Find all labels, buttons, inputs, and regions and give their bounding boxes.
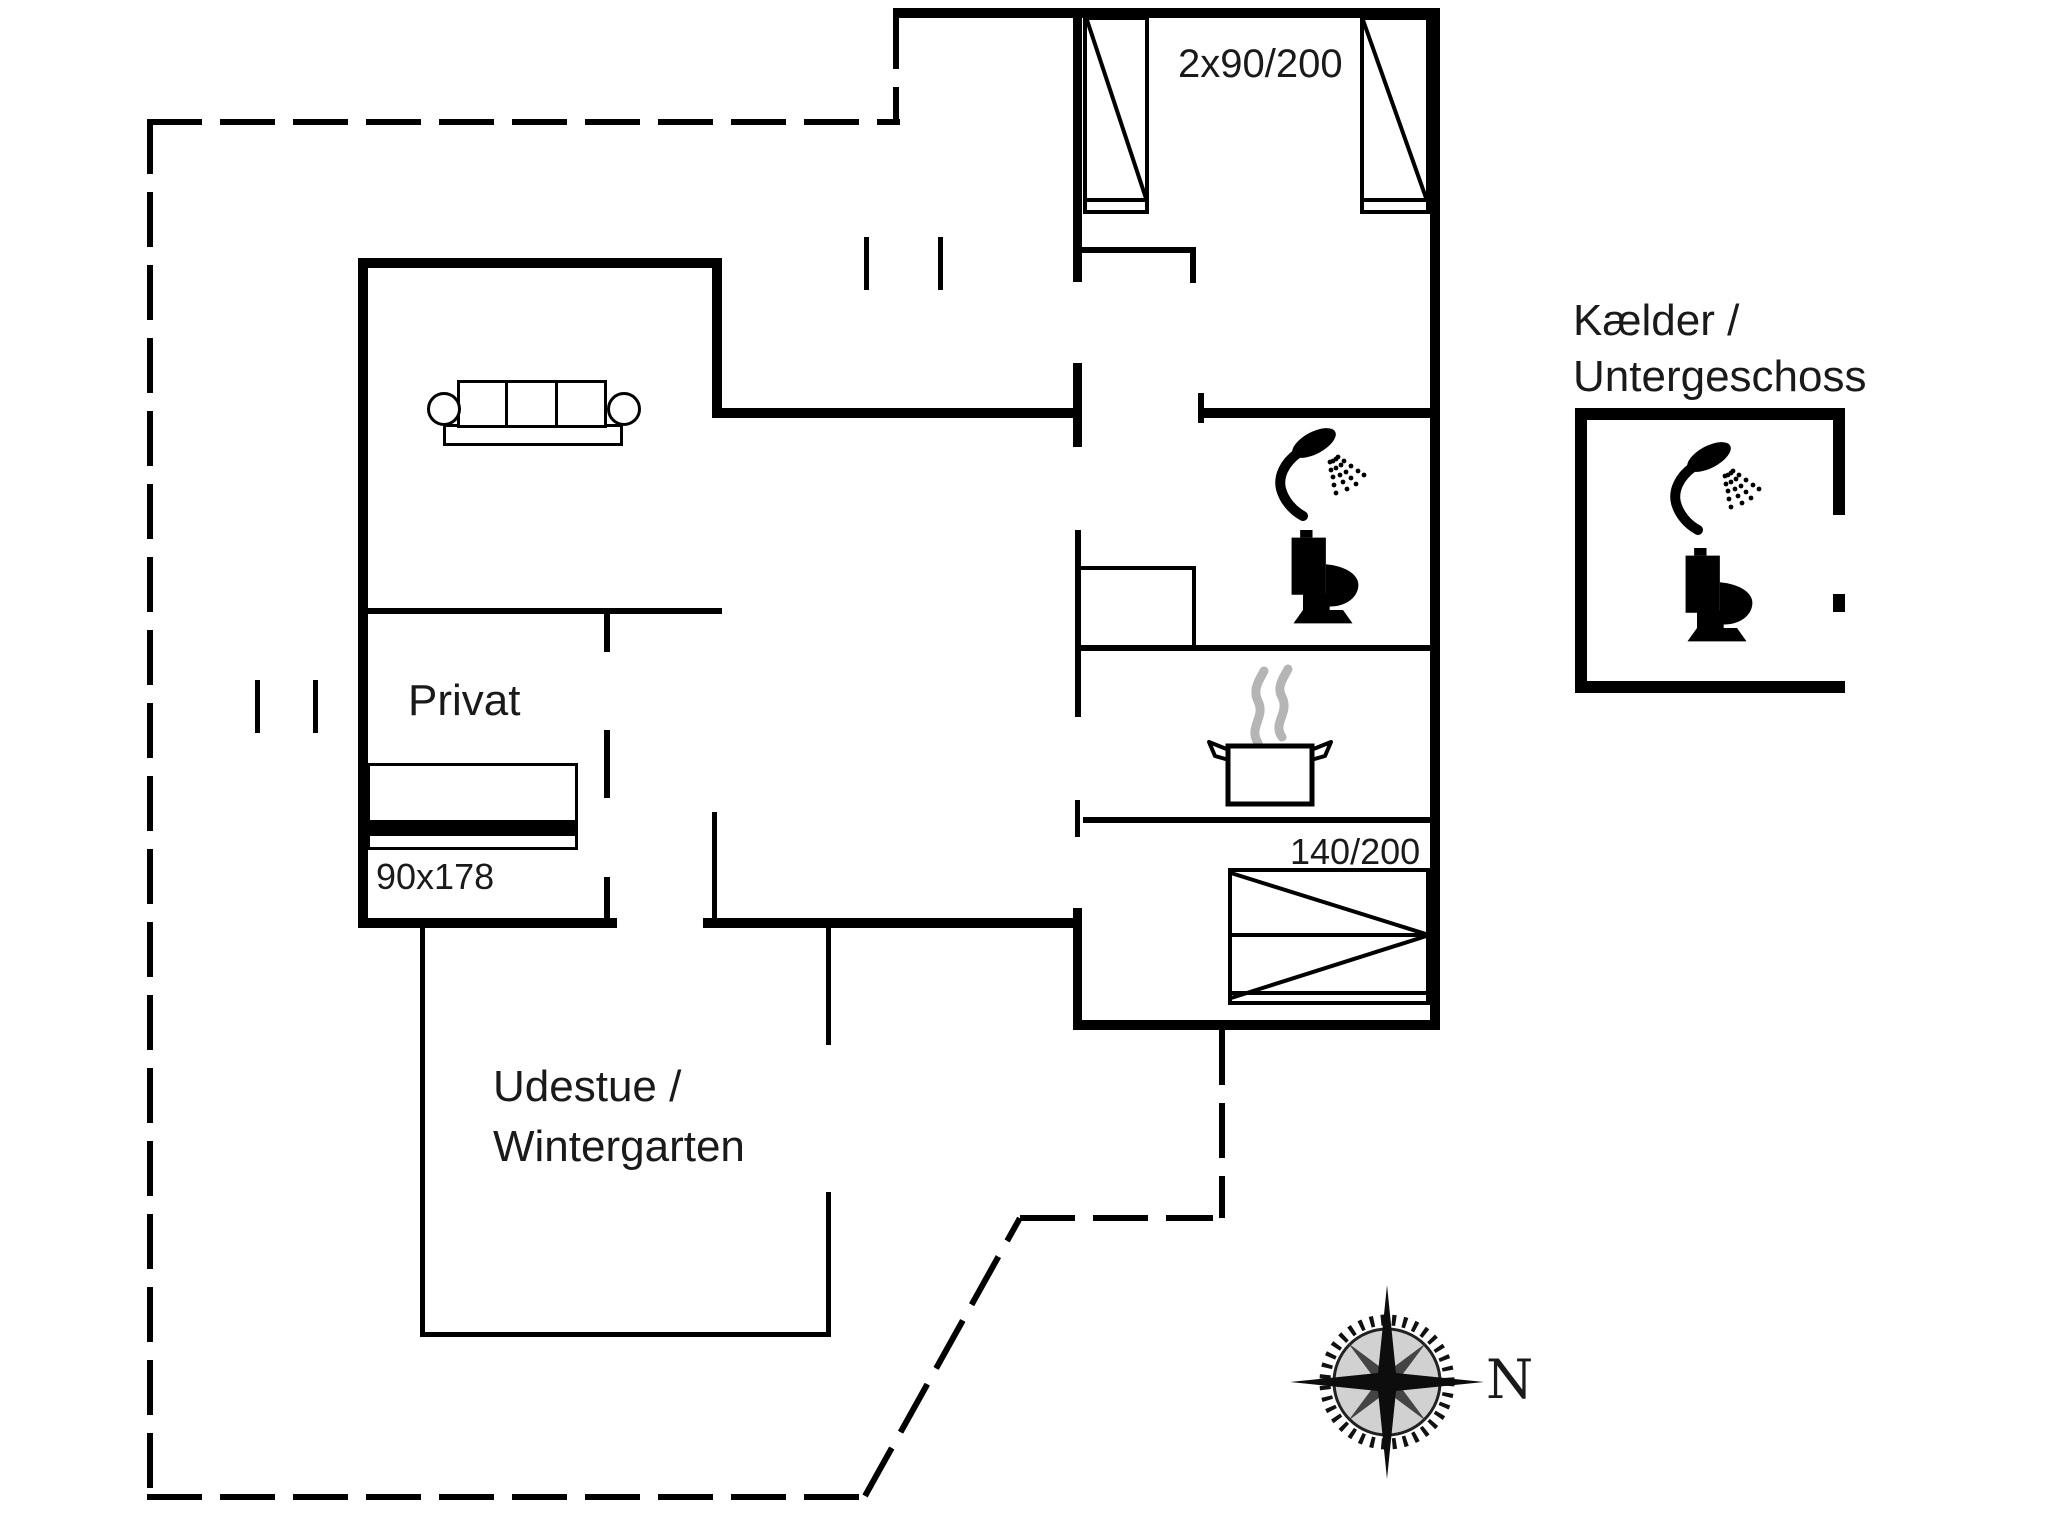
property-boundary-dashed-top [147, 119, 900, 125]
room-label-udestue-line1: Udestue / [493, 1062, 682, 1111]
wall-privat-top [362, 608, 722, 614]
wall-udestue-bottom [420, 1332, 831, 1337]
wall-top-outer [893, 8, 1440, 18]
wall-bathroom-top [1203, 408, 1433, 418]
wall-top-bedroom-jamb [1190, 247, 1196, 283]
wall-wing-left-c [1075, 530, 1081, 717]
wall-bottom-left-a [358, 918, 617, 928]
wall-privat-right-c [604, 877, 610, 918]
wall-udestue-right-a [826, 928, 831, 1045]
wall-right-outer [1430, 8, 1440, 1030]
door-opening-tick [864, 237, 869, 290]
wall-bathroom-top-jamb [1198, 393, 1204, 423]
wall-living-top [358, 258, 722, 268]
toilet-icon [1672, 548, 1762, 653]
wall-wing-left-d [1073, 908, 1082, 1030]
door-opening-tick [938, 237, 943, 290]
wall-bottom-right [1073, 1020, 1440, 1030]
basement-wall-right-b [1833, 594, 1845, 612]
property-boundary-dashed-top-right [893, 14, 899, 119]
label-top-bedroom-beds: 2x90/200 [1178, 42, 1343, 86]
wall-living-right [712, 258, 722, 418]
wall-wing-left-b [1073, 363, 1082, 447]
property-boundary-dashed-left [147, 119, 153, 1497]
room-label-privat: Privat [408, 676, 521, 725]
label-basement-line1: Kælder / [1573, 296, 1740, 345]
bed-middle-line [1228, 933, 1430, 937]
wardrobe-top-edge [1080, 566, 1196, 570]
cooking-pot-icon [1203, 738, 1337, 813]
wall-privat-right-b [604, 730, 610, 798]
property-boundary-dashed-bottom [147, 1494, 865, 1500]
basement-wall-left [1575, 408, 1587, 693]
basement-wall-bottom [1575, 681, 1845, 693]
room-label-udestue-line2: Wintergarten [493, 1122, 745, 1171]
door-opening-tick [1075, 800, 1080, 837]
compass-rose-icon [1282, 1277, 1492, 1492]
toilet-icon [1278, 530, 1368, 635]
door-opening-tick [255, 680, 260, 733]
compass-north-label: N [1486, 1348, 1534, 1411]
wardrobe-right-edge [1192, 566, 1196, 650]
bed-foot-line [1228, 991, 1430, 995]
basement-wall-right-a [1833, 408, 1845, 515]
wall-bathroom-bottom [1080, 645, 1433, 651]
label-basement-line2: Untergeschoss [1573, 352, 1867, 401]
sofa-cushion-divider [555, 380, 558, 428]
sofa-cushion-divider [505, 380, 508, 428]
shower-icon [1663, 440, 1763, 550]
bed-outline [367, 763, 578, 850]
sofa-back-cushions [457, 380, 607, 428]
door-opening-tick [313, 680, 318, 733]
bed-outline [1083, 16, 1149, 214]
shower-icon [1268, 426, 1368, 536]
sofa-armrest [427, 392, 461, 426]
label-privat-bed: 90x178 [376, 856, 495, 897]
bed-outline [1360, 16, 1430, 214]
wall-udestue-right-b [826, 1192, 831, 1337]
bed-foot-line [1083, 198, 1149, 202]
bed-foot-line [1360, 198, 1430, 202]
basement-wall-top [1575, 408, 1845, 420]
wall-privat-right-a [604, 614, 610, 652]
wall-bottom-left-b [703, 918, 1082, 928]
wall-middle-horizontal [712, 408, 1082, 418]
wall-living-left [358, 258, 368, 928]
label-double-bed: 140/200 [1290, 831, 1421, 872]
wall-kitchen-bottom [1083, 817, 1433, 823]
sofa-armrest [607, 392, 641, 426]
steam-icon [1240, 655, 1300, 752]
property-boundary-dashed-inner-right [1219, 1030, 1225, 1218]
property-boundary-dashed-inner [1020, 1215, 1213, 1221]
bed-duvet-band [370, 820, 575, 836]
wall-top-bedroom-south [1080, 247, 1195, 253]
wall-wing-left-a [1073, 8, 1082, 282]
property-boundary-dashed-diagonal [862, 1216, 1023, 1498]
wall-udestue-left [420, 928, 425, 1337]
wall-partition [712, 812, 717, 918]
